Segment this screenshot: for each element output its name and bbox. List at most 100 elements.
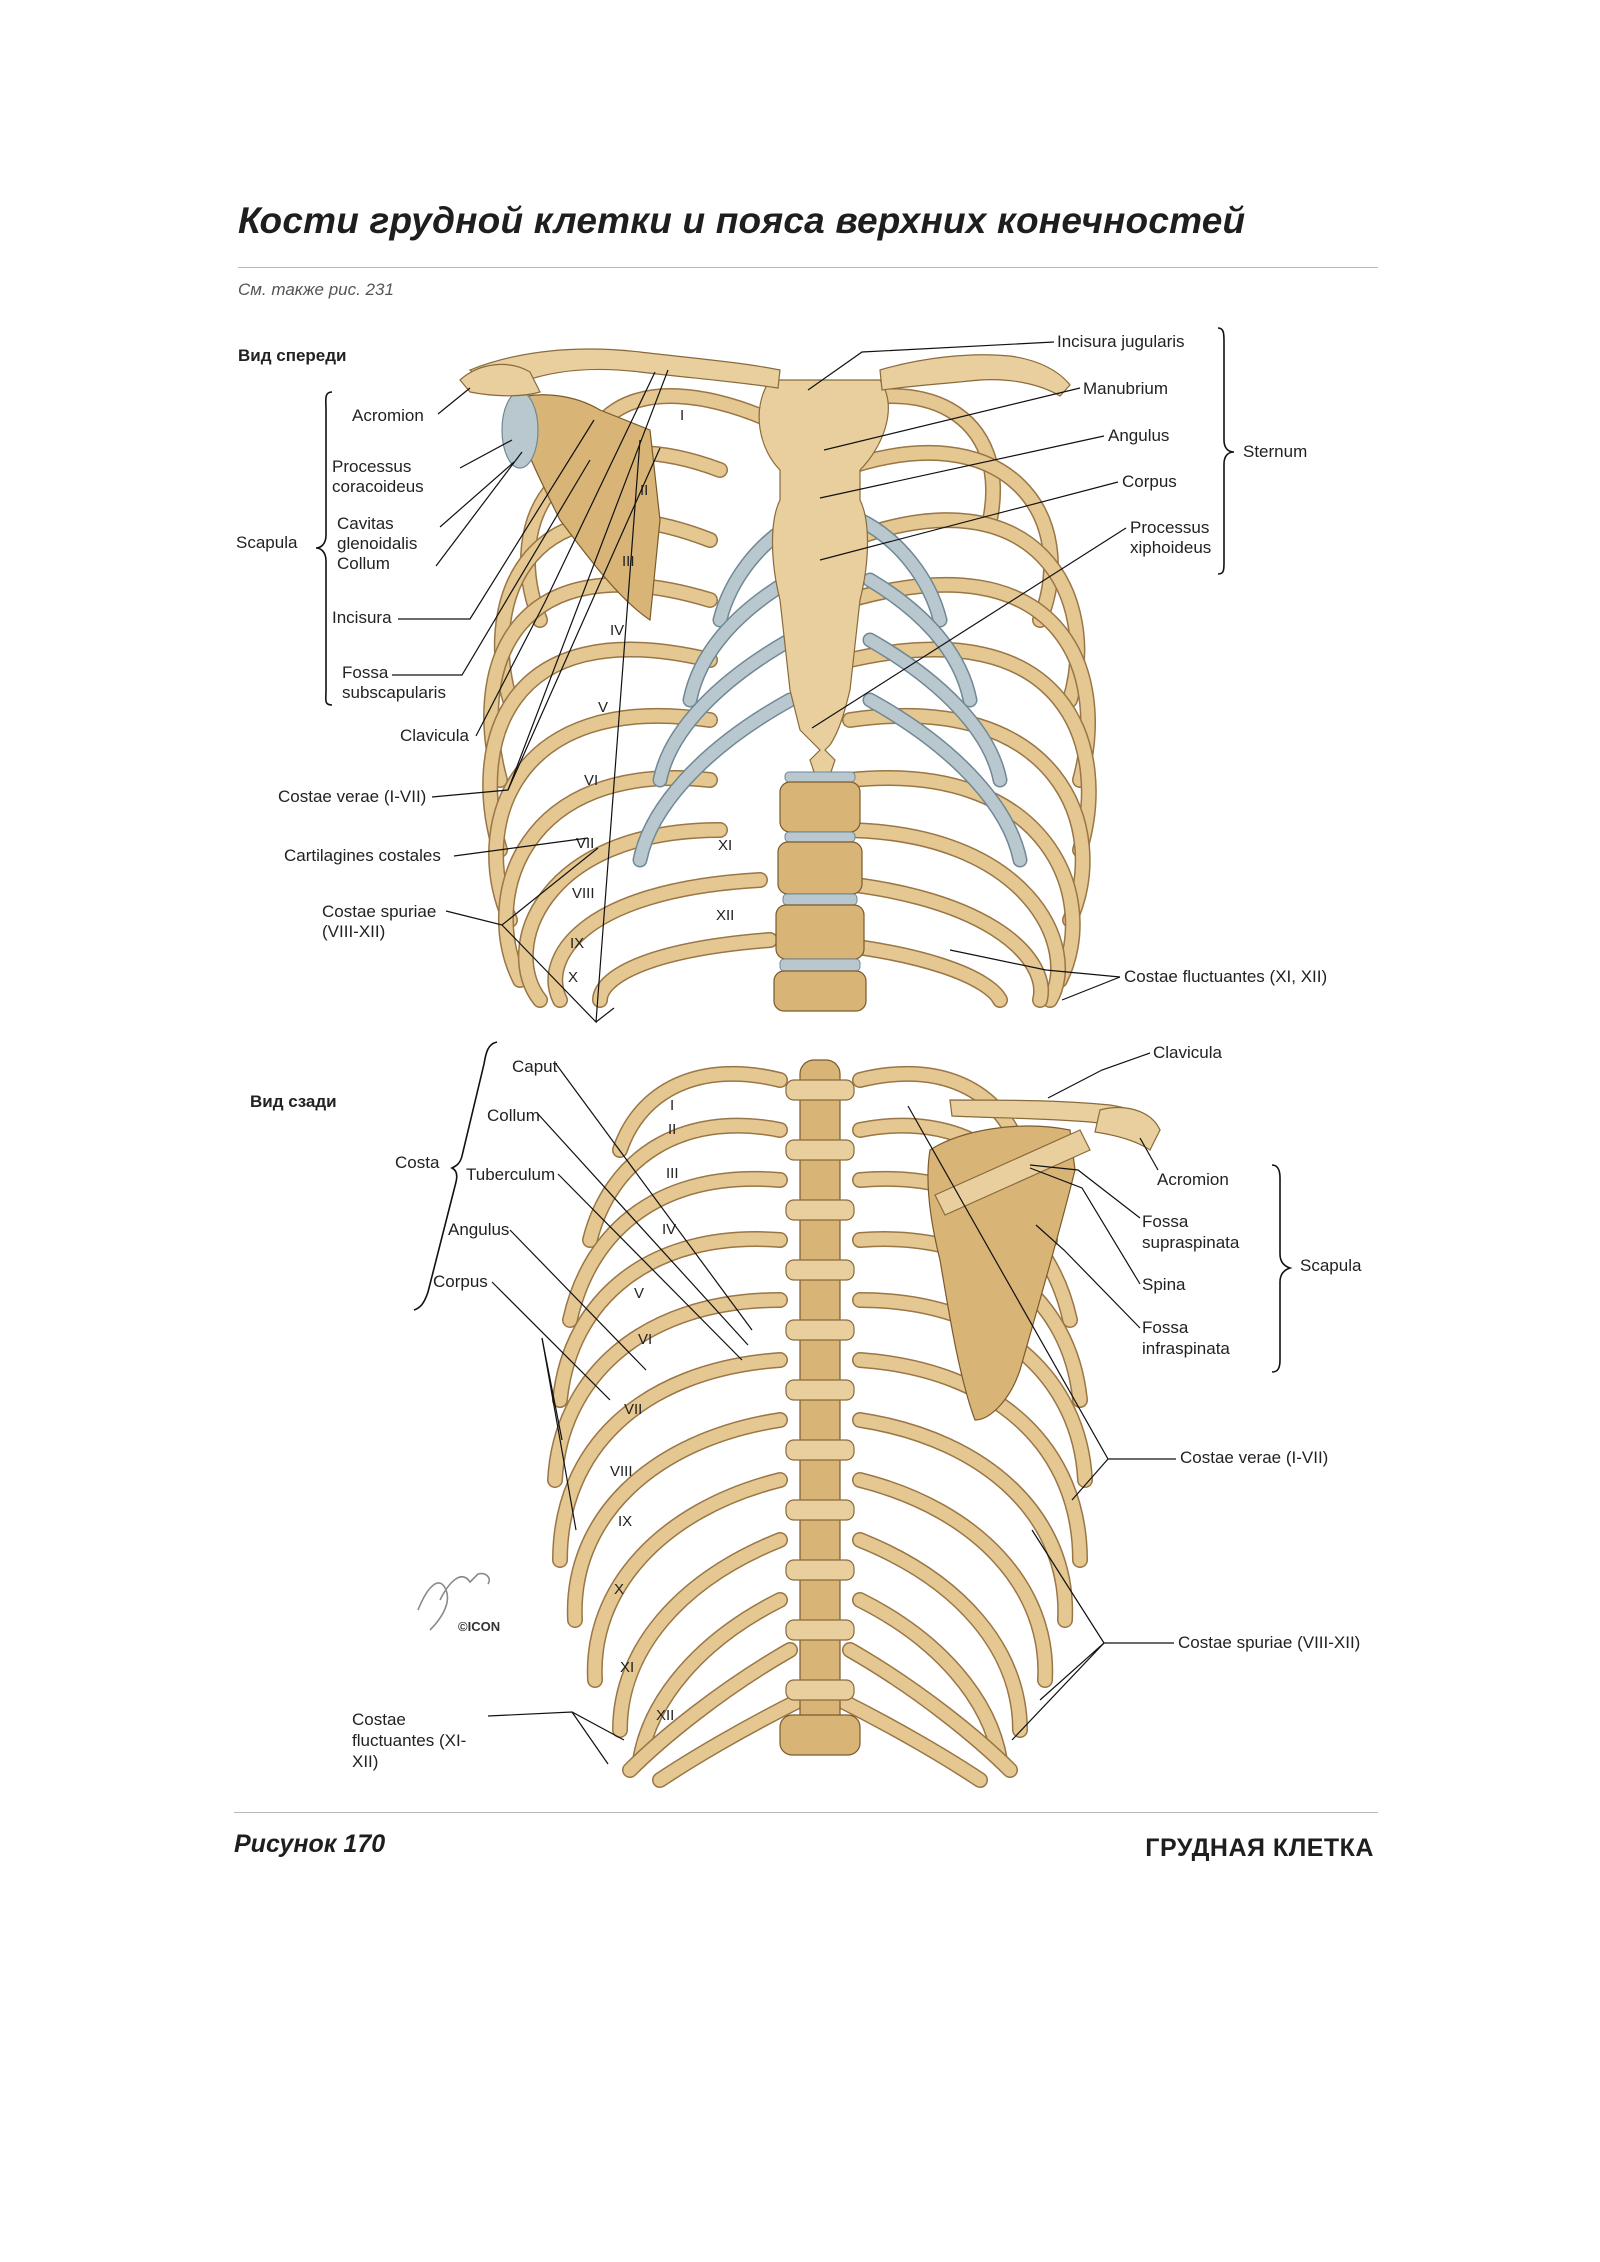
anterior-view-label: Вид спереди <box>238 346 347 365</box>
anterior-rib-numeral-x: X <box>568 969 578 986</box>
posterior-rib-numeral-x: X <box>614 1581 624 1598</box>
label-posterior-costae-spuriae: Costae spuriae (VIII-XII) <box>1178 1633 1360 1652</box>
label-fossa-infraspinata-1: Fossa <box>1142 1318 1189 1337</box>
label-clavicula: Clavicula <box>400 726 470 745</box>
anterior-glenoid <box>501 391 539 469</box>
anterior-rib-numeral-ix: IX <box>570 935 584 952</box>
costa-brace <box>413 1041 498 1311</box>
label-posterior-clavicula: Clavicula <box>1153 1043 1223 1062</box>
posterior-view-label: Вид сзади <box>250 1092 337 1111</box>
anterior-rib-numeral-vi: VI <box>584 772 598 789</box>
publisher-mark: ©ICON <box>458 1619 500 1634</box>
posterior-right-labels: Clavicula Acromion Fossa supraspinata Sp… <box>907 1043 1362 1741</box>
anterior-vertebral-column <box>773 771 867 1012</box>
anterior-rib-numeral-iii: III <box>622 553 635 570</box>
anterior-right-labels: Incisura jugularis Manubrium Angulus Cor… <box>807 327 1327 1001</box>
label-cavitas: Cavitas <box>337 514 394 533</box>
posterior-rib-numeral-iii: III <box>666 1165 679 1182</box>
posterior-acromion <box>1094 1106 1161 1151</box>
label-subscapularis: subscapularis <box>342 683 446 702</box>
label-incisura: Incisura <box>332 608 392 627</box>
label-costae-spuriae: Costae spuriae <box>322 902 436 921</box>
anterior-rib-numeral-ii: II <box>640 482 648 499</box>
footer-rule <box>234 1812 1378 1813</box>
label-posterior-angulus: Angulus <box>448 1220 509 1239</box>
label-corpus: Corpus <box>1122 472 1177 491</box>
title-rule <box>238 267 1378 268</box>
posterior-scapula-brace <box>1271 1164 1293 1373</box>
anterior-rib-numerals: I II III IV V VI VII VIII IX X XI XII <box>568 407 734 986</box>
label-acromion: Acromion <box>352 406 424 425</box>
anterior-clavicle <box>468 348 781 393</box>
label-angulus: Angulus <box>1108 426 1169 445</box>
label-costae-fluctuantes-posterior-3: XII) <box>352 1752 378 1771</box>
label-processus: Processus <box>332 457 411 476</box>
anterior-rib-numeral-i: I <box>680 407 684 424</box>
anterior-ribs <box>482 388 1097 1008</box>
anterior-acromion <box>459 363 541 397</box>
posterior-rib-numeral-xi: XI <box>620 1659 634 1676</box>
anterior-rib-numeral-v: V <box>598 699 608 716</box>
anterior-rib-numeral-viii: VIII <box>572 885 595 902</box>
label-costae-verae: Costae verae (I-VII) <box>278 787 426 806</box>
posterior-rib-numeral-ii: II <box>668 1121 676 1138</box>
label-cartilagines-costales: Cartilagines costales <box>284 846 441 865</box>
anterior-scapula <box>509 394 661 622</box>
posterior-rib-numeral-iv: IV <box>662 1221 676 1238</box>
anterior-rib-numeral-vii: VII <box>576 835 594 852</box>
label-manubrium: Manubrium <box>1083 379 1168 398</box>
posterior-thorax-drawing <box>547 1059 1161 1788</box>
label-posterior-acromion: Acromion <box>1157 1170 1229 1189</box>
label-caput: Caput <box>512 1057 558 1076</box>
anterior-rib-numeral-iv: IV <box>610 622 624 639</box>
label-costae-fluctuantes-posterior-2: fluctuantes (XI- <box>352 1731 466 1750</box>
posterior-left-labels: Caput Collum Tuberculum Angulus Corpus C… <box>352 1041 753 1771</box>
label-posterior-collum: Collum <box>487 1106 540 1125</box>
label-costa: Costa <box>395 1153 440 1172</box>
anterior-thorax-drawing <box>459 348 1097 1012</box>
posterior-rib-numerals: I II III IV V VI VII VIII IX X XI XII <box>610 1097 679 1724</box>
label-coracoideus: coracoideus <box>332 477 424 496</box>
posterior-rib-numeral-viii: VIII <box>610 1463 633 1480</box>
label-fossa-supraspinata-1: Fossa <box>1142 1212 1189 1231</box>
label-spina: Spina <box>1142 1275 1186 1294</box>
label-posterior-costae-verae: Costae verae (I-VII) <box>1180 1448 1328 1467</box>
label-collum: Collum <box>337 554 390 573</box>
posterior-rib-numeral-vii: VII <box>624 1401 642 1418</box>
posterior-rib-numeral-ix: IX <box>618 1513 632 1530</box>
figure-number: Рисунок 170 <box>234 1830 386 1858</box>
sternum-brace <box>1217 327 1235 575</box>
label-glenoidalis: glenoidalis <box>337 534 417 553</box>
label-processus-xiphoideus-1: Processus <box>1130 518 1209 537</box>
anterior-rib-numeral-xii: XII <box>716 907 734 924</box>
anterior-clavicle-contralateral <box>879 354 1071 397</box>
scapula-brace <box>315 391 333 706</box>
posterior-rib-numeral-i: I <box>670 1097 674 1114</box>
posterior-rib-numeral-vi: VI <box>638 1331 652 1348</box>
label-tuberculum: Tuberculum <box>466 1165 555 1184</box>
posterior-rib-numeral-v: V <box>634 1285 644 1302</box>
see-also-note: См. также рис. 231 <box>238 280 394 299</box>
label-costae-fluctuantes: Costae fluctuantes (XI, XII) <box>1124 967 1327 986</box>
artist-signature <box>417 1572 491 1631</box>
label-costae-spuriae-range: (VIII-XII) <box>322 922 385 941</box>
posterior-scapular-spine <box>934 1129 1091 1216</box>
label-processus-xiphoideus-2: xiphoideus <box>1130 538 1211 557</box>
anterior-rib-numeral-xi: XI <box>718 837 732 854</box>
label-scapula: Scapula <box>236 533 298 552</box>
posterior-vertebral-column <box>779 1059 861 1756</box>
label-fossa: Fossa <box>342 663 389 682</box>
label-sternum: Sternum <box>1243 442 1307 461</box>
label-fossa-supraspinata-2: supraspinata <box>1142 1233 1240 1252</box>
label-costae-fluctuantes-posterior-1: Costae <box>352 1710 406 1729</box>
svg-text:©ICON: ©ICON <box>458 1619 500 1634</box>
anterior-left-labels: Acromion Processus coracoideus Cavitas g… <box>236 369 669 1024</box>
label-incisura-jugularis: Incisura jugularis <box>1057 332 1185 351</box>
section-title: ГРУДНАЯ КЛЕТКА <box>1145 1834 1374 1862</box>
label-posterior-corpus: Corpus <box>433 1272 488 1291</box>
label-posterior-scapula: Scapula <box>1300 1256 1362 1275</box>
posterior-rib-numeral-xii: XII <box>656 1707 674 1724</box>
page-title: Кости грудной клетки и пояса верхних кон… <box>238 200 1246 241</box>
anterior-sternum <box>758 379 889 776</box>
